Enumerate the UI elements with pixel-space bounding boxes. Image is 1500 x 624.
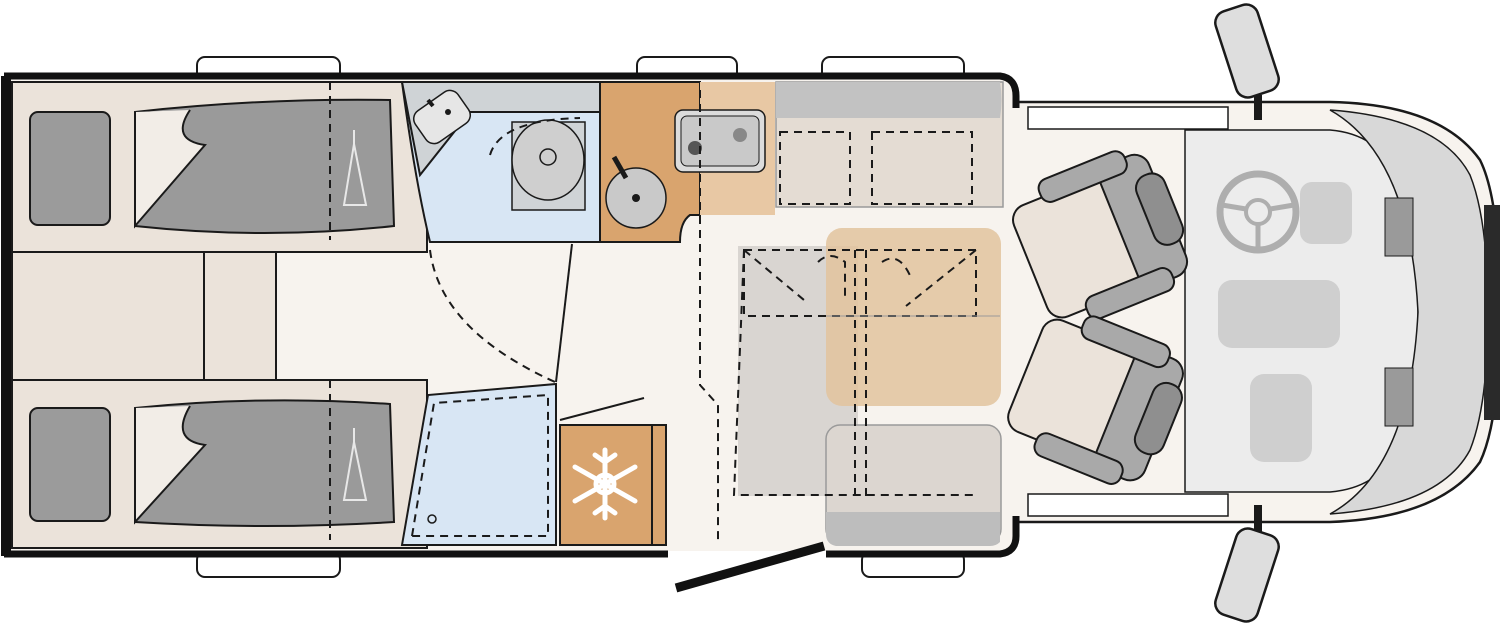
cushion-hint-a — [817, 255, 846, 300]
vent-left — [1384, 197, 1414, 257]
seat-driver — [1012, 150, 1189, 320]
entry-door — [674, 541, 826, 593]
dinette — [699, 81, 1004, 546]
cab-seats — [1007, 150, 1189, 485]
seat-passenger — [1007, 315, 1184, 485]
bed-step-right — [203, 251, 277, 381]
snowflake-icon — [572, 447, 638, 521]
sink-icon-bath — [412, 89, 472, 145]
bathroom-door — [555, 243, 573, 383]
shower-tray-inner — [410, 393, 549, 537]
toilet-icon — [489, 117, 586, 211]
hood — [1329, 109, 1489, 515]
grille — [1484, 205, 1500, 420]
table — [826, 228, 1001, 406]
hanger-icon-top — [342, 130, 368, 206]
mirror-icon-right — [1214, 505, 1280, 623]
dinette-backrest-top — [776, 82, 1002, 118]
sink-icon-hob — [605, 155, 667, 229]
mirror-icon-left — [1214, 3, 1280, 120]
bathroom-door-swing — [429, 249, 556, 383]
cab-window-bottom — [1027, 493, 1229, 517]
bench-cushion-a — [779, 131, 851, 205]
fridge — [559, 424, 667, 546]
exterior-walls — [1, 72, 1020, 593]
mattress-bottom-fold — [134, 405, 208, 525]
bench-cushion-b — [871, 131, 973, 205]
center-console — [1218, 280, 1340, 348]
cushion-hint-b — [881, 257, 913, 281]
mattress-top-fold — [134, 109, 207, 229]
kitchen — [559, 81, 775, 546]
gear-console — [1300, 182, 1352, 244]
bed-step-left — [11, 251, 205, 381]
wall-top — [4, 72, 1020, 108]
dinette-extension-zone — [699, 90, 719, 545]
front-bench-backrest — [826, 512, 1000, 546]
cab-window-top — [1027, 106, 1229, 130]
wall-bottom-right — [826, 516, 1020, 558]
bathroom — [400, 81, 645, 546]
pillow-top — [29, 111, 111, 226]
pillow-bottom — [29, 407, 111, 522]
shower-tray — [400, 382, 557, 546]
shower-screen — [559, 397, 645, 421]
steering-wheel-icon — [1216, 170, 1300, 254]
rear-twin-beds — [11, 81, 428, 549]
vent-right — [1384, 367, 1414, 427]
hanger-icon-bottom — [342, 428, 368, 501]
glovebox — [1250, 374, 1312, 462]
shower-drain-icon — [427, 514, 437, 524]
sink-icon-kitchen — [674, 109, 766, 173]
